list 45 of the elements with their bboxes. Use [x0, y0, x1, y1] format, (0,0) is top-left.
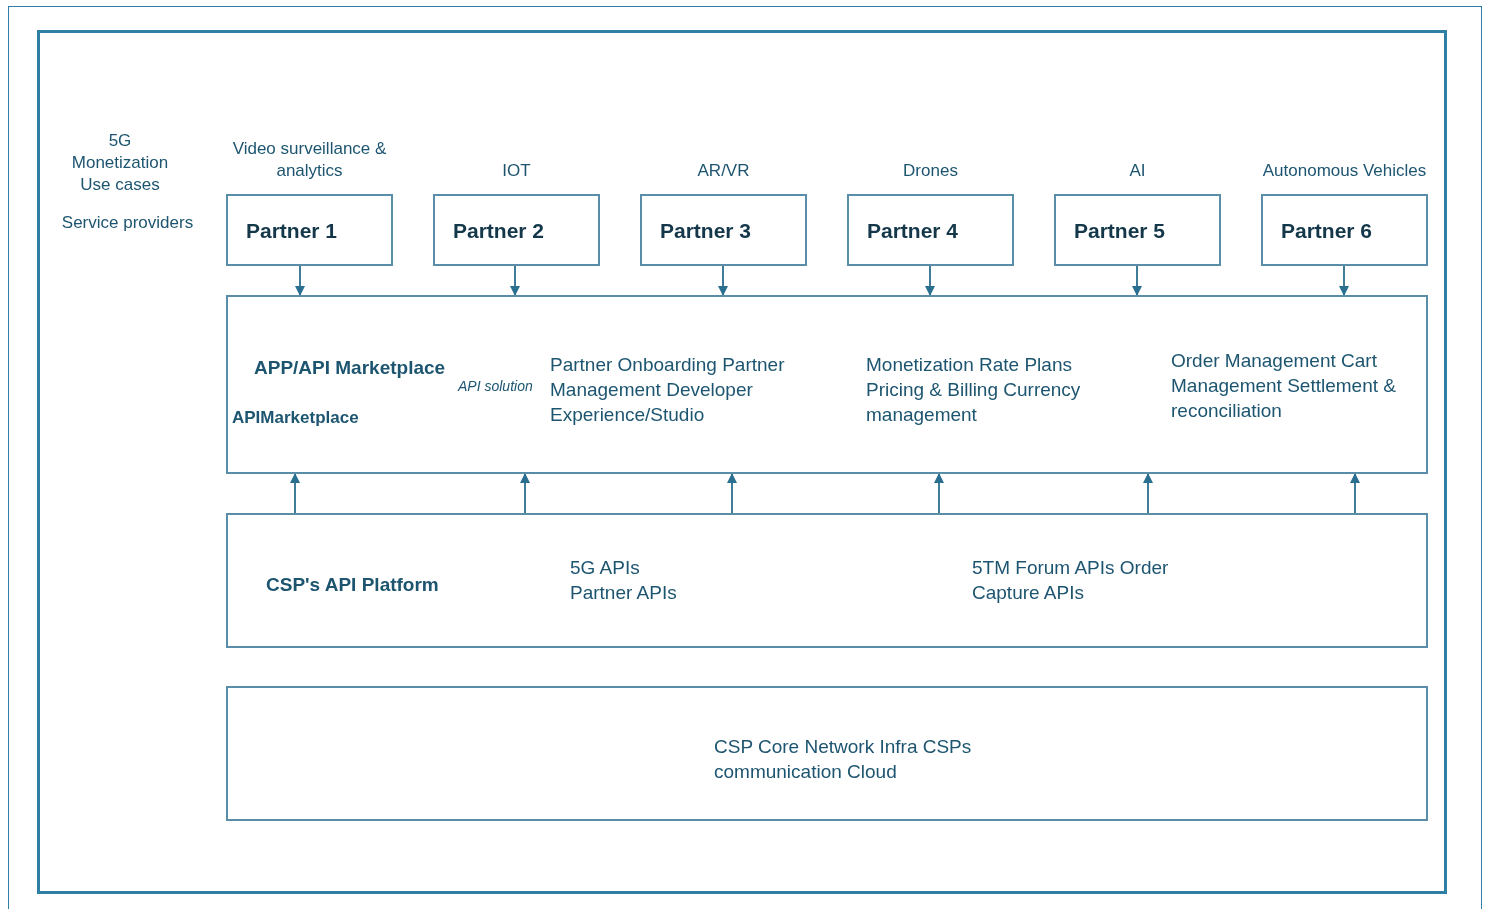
- use-case-label: Drones: [902, 160, 959, 182]
- note-text: API solution: [458, 377, 534, 396]
- arrow: [727, 473, 737, 514]
- node-label: Partner 6: [1281, 218, 1373, 243]
- arrow: [1350, 473, 1360, 514]
- partner-box: [847, 194, 1014, 266]
- node-label: Partner 3: [660, 218, 752, 243]
- api-list: 5TM Forum APIs Order Capture APIs: [972, 555, 1172, 605]
- use-case-label: IOT: [501, 160, 532, 182]
- arrow: [718, 265, 728, 296]
- partner-box: [433, 194, 600, 266]
- node-label: Partner 5: [1074, 218, 1166, 243]
- layer-box: [226, 295, 1428, 474]
- api-list: 5G APIs Partner APIs: [570, 555, 700, 605]
- arrow: [934, 473, 944, 514]
- layer-box: [226, 513, 1428, 648]
- arrow: [1143, 473, 1153, 514]
- arrow: [290, 473, 300, 514]
- arrow: [510, 265, 520, 296]
- layer-box: [226, 686, 1428, 821]
- use-case-label: Autonomous Vehicles: [1261, 160, 1428, 182]
- infra-text: CSP Core Network Infra CSPs communication Cloud: [714, 735, 973, 784]
- arrow: [520, 473, 530, 514]
- arrow: [925, 265, 935, 296]
- arrow: [295, 265, 305, 296]
- use-case-label: Video surveillance & analytics: [231, 138, 388, 182]
- feature-list: Monetization Rate Plans Pricing & Billing Currency management: [866, 352, 1096, 427]
- node-label: Partner 1: [246, 218, 338, 243]
- heading: APP/API Marketplace: [254, 356, 446, 380]
- arrow: [1132, 265, 1142, 296]
- partner-box: [226, 194, 393, 266]
- heading-label: 5G Monetization Use cases: [70, 130, 170, 196]
- use-case-label: AI: [1128, 160, 1147, 182]
- partner-box: [640, 194, 807, 266]
- partner-box: [1054, 194, 1221, 266]
- feature-list: Order Management Cart Management Settlement & reconciliation: [1171, 348, 1431, 423]
- node-label: Partner 2: [453, 218, 545, 243]
- use-case-label: AR/VR: [696, 160, 751, 182]
- arrow: [1339, 265, 1349, 296]
- subheading: APIMarketplace: [232, 407, 359, 429]
- side-label: Service providers: [60, 212, 195, 234]
- node-label: Partner 4: [867, 218, 959, 243]
- feature-list: Partner Onboarding Partner Management Developer Experience/Studio: [550, 352, 830, 427]
- heading: CSP's API Platform: [266, 573, 439, 597]
- partner-box: [1261, 194, 1428, 266]
